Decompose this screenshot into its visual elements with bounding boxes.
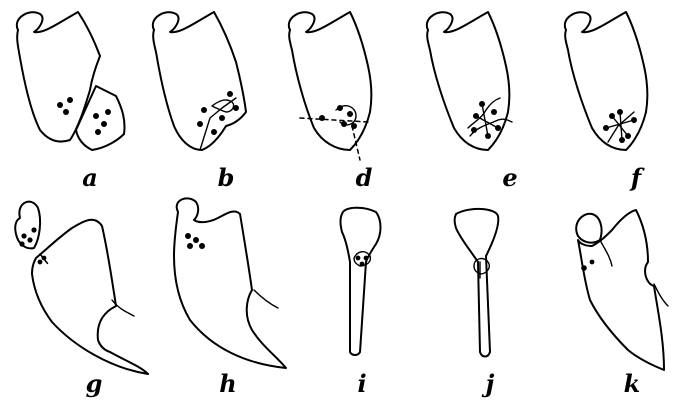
mandible-outline bbox=[578, 210, 664, 370]
panel-e bbox=[427, 12, 512, 150]
panel-k bbox=[576, 210, 668, 370]
panel-label-i: i bbox=[357, 369, 366, 398]
mandible-outline bbox=[153, 12, 246, 150]
ramus-outline bbox=[341, 208, 381, 355]
panel-i bbox=[341, 208, 381, 355]
condyle-fragment bbox=[15, 202, 40, 249]
panel-f bbox=[565, 12, 648, 150]
panel-a bbox=[17, 12, 125, 150]
panel-g bbox=[15, 202, 148, 374]
panel-b bbox=[153, 12, 246, 150]
panel-label-b: b bbox=[218, 163, 235, 192]
mandible-outline bbox=[289, 12, 372, 150]
mandible-outline bbox=[32, 220, 148, 374]
panel-label-f: f bbox=[629, 163, 645, 192]
panel-label-e: e bbox=[502, 163, 517, 192]
mandible-outline bbox=[174, 198, 286, 368]
panel-d bbox=[289, 12, 372, 160]
bone-fragment bbox=[76, 86, 125, 150]
panel-h bbox=[174, 198, 286, 368]
panel-label-g: g bbox=[86, 369, 103, 398]
panel-label-h: h bbox=[219, 369, 236, 398]
panel-labels: a b d e f g h i j k bbox=[82, 163, 645, 398]
panel-label-d: d bbox=[356, 163, 373, 192]
ramus-outline bbox=[455, 209, 499, 357]
panel-j bbox=[455, 209, 499, 357]
mandible-outline bbox=[17, 12, 100, 142]
panel-label-a: a bbox=[82, 163, 98, 192]
panel-label-k: k bbox=[624, 369, 641, 398]
condyle-cap bbox=[576, 214, 601, 243]
panel-label-j: j bbox=[482, 369, 495, 398]
